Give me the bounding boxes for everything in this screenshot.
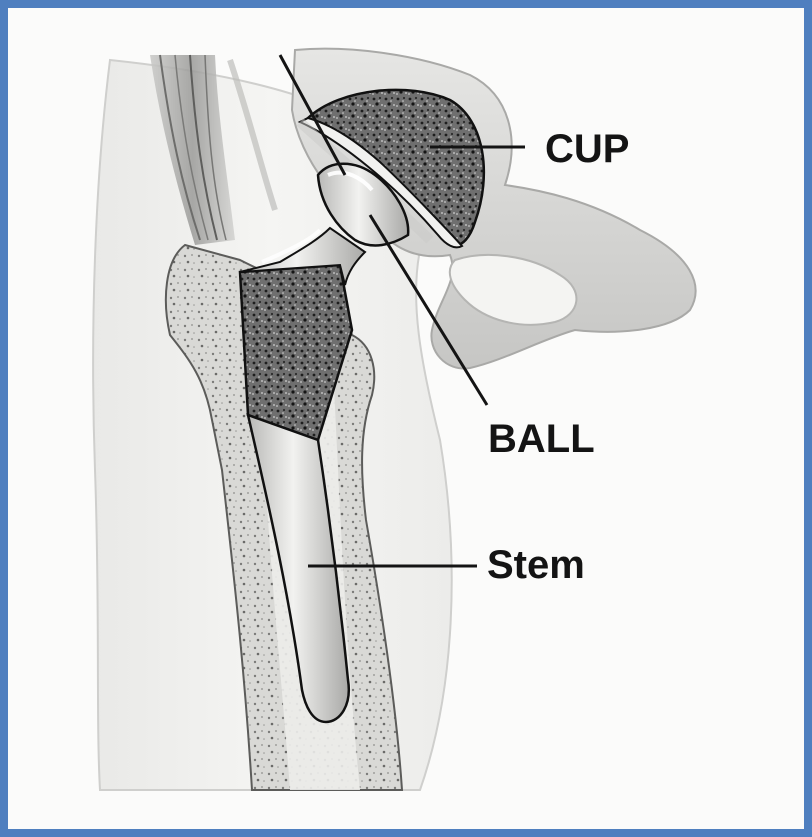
ball-label: BALL [488,417,595,461]
stem-label: Stem [487,543,585,587]
cup-label: CUP [545,127,629,171]
